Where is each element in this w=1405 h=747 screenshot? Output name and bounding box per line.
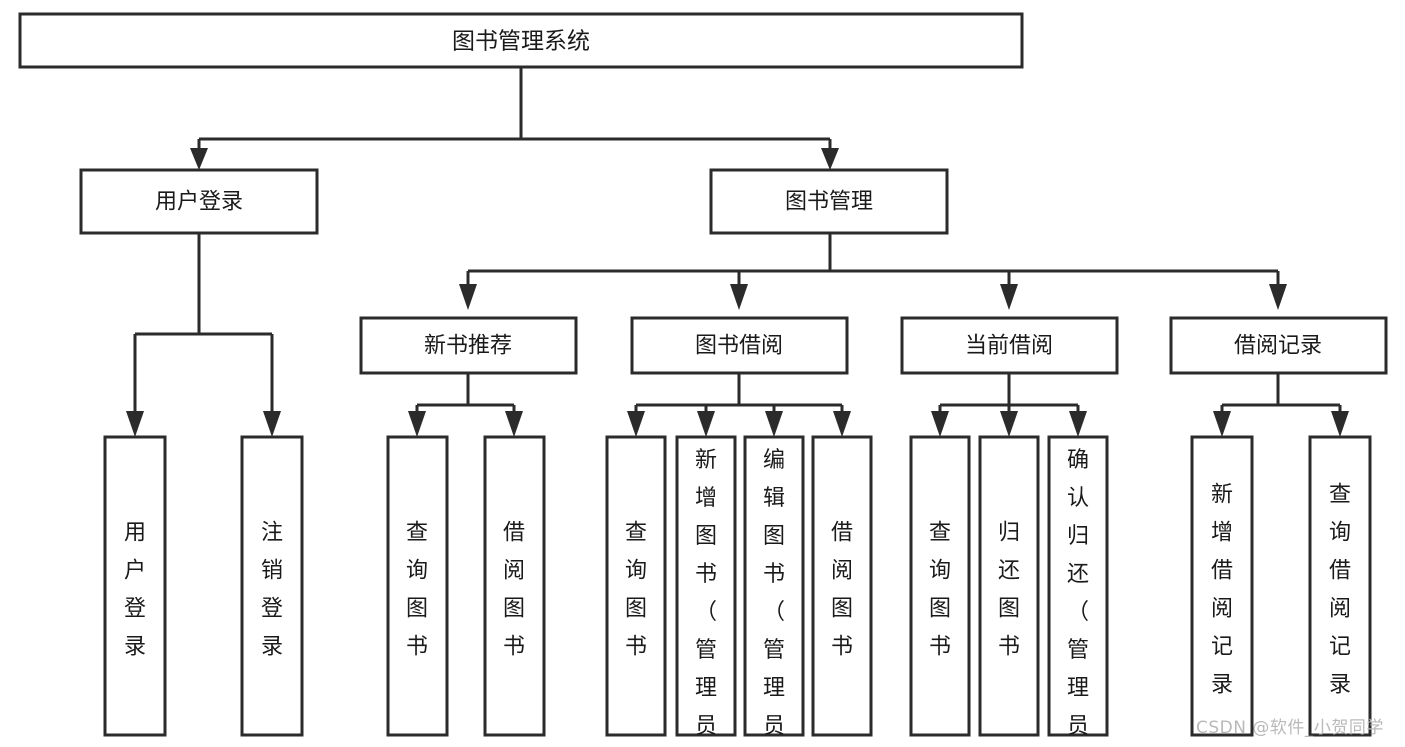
node-leaf-add-book[interactable]: 新增图书（管理员） [675, 435, 737, 747]
node-leaf-user-login[interactable]: 用户登录 [103, 435, 167, 737]
arrowhead-leaf-add-book [697, 411, 715, 437]
node-leaf-return-book-label: 归还图书 [998, 521, 1020, 660]
arrowhead-borrow-record [1269, 284, 1287, 310]
arrowhead-current-borrow [1000, 284, 1018, 310]
node-leaf-query-record-label: 查询借阅记录 [1329, 483, 1351, 698]
node-leaf-confirm-return-label: 确认归还（管理员） [1067, 448, 1089, 747]
connector-group-user-login [126, 233, 281, 437]
arrowhead-new-book-recommend [459, 284, 477, 310]
node-leaf-user-logout-label: 注销登录 [261, 521, 283, 660]
node-borrow-record-box[interactable] [1169, 316, 1388, 375]
node-leaf-confirm-return-box[interactable] [1047, 435, 1109, 737]
node-current-borrow-label: 当前借阅 [965, 334, 1053, 359]
node-user-login-label: 用户登录 [155, 190, 243, 215]
arrowhead-leaf-confirm-return [1069, 411, 1087, 437]
arrowhead-leaf-user-login [126, 411, 144, 437]
node-leaf-add-book-box[interactable] [675, 435, 737, 737]
node-leaf-query-book-3-box[interactable] [909, 435, 971, 737]
arrowhead-leaf-return-book [1000, 411, 1018, 437]
node-leaf-query-book-3-label: 查询图书 [929, 521, 951, 660]
node-root-label: 图书管理系统 [452, 29, 590, 55]
arrowhead-leaf-borrow-book-2 [833, 411, 851, 437]
node-leaf-add-record-label: 新增借阅记录 [1211, 483, 1233, 698]
node-leaf-return-book-box[interactable] [978, 435, 1040, 737]
node-leaf-borrow-book-2-box[interactable] [811, 435, 873, 737]
node-book-borrow-box[interactable] [630, 316, 849, 375]
node-leaf-query-book-3[interactable]: 查询图书 [909, 435, 971, 737]
arrowhead-leaf-query-record [1331, 411, 1349, 437]
node-user-login[interactable]: 用户登录 [79, 168, 319, 235]
arrowhead-user-login [190, 148, 208, 170]
node-leaf-query-record[interactable]: 查询借阅记录 [1308, 435, 1372, 737]
node-user-login-box[interactable] [79, 168, 319, 235]
node-root-box[interactable] [18, 12, 1024, 69]
node-root[interactable]: 图书管理系统 [18, 12, 1024, 69]
arrowhead-leaf-query-book-2 [627, 411, 645, 437]
node-current-borrow-box[interactable] [900, 316, 1119, 375]
node-book-management-box[interactable] [709, 168, 949, 235]
node-leaf-confirm-return[interactable]: 确认归还（管理员） [1047, 435, 1109, 747]
node-leaf-add-book-label: 新增图书（管理员） [695, 448, 717, 747]
node-borrow-record-label: 借阅记录 [1234, 334, 1322, 359]
node-book-management-label: 图书管理 [785, 190, 873, 215]
node-leaf-borrow-book-1[interactable]: 借阅图书 [483, 435, 546, 737]
node-new-book-recommend[interactable]: 新书推荐 [359, 316, 578, 375]
arrowhead-book-management [821, 148, 839, 170]
arrowhead-leaf-query-book-1 [408, 411, 426, 437]
arrowhead-leaf-add-record [1213, 411, 1231, 437]
connector-group-book-management [459, 233, 1287, 310]
node-current-borrow[interactable]: 当前借阅 [900, 316, 1119, 375]
node-leaf-user-logout[interactable]: 注销登录 [240, 435, 304, 737]
node-leaf-add-record[interactable]: 新增借阅记录 [1190, 435, 1254, 737]
node-leaf-user-logout-box[interactable] [240, 435, 304, 737]
node-leaf-query-book-2-box[interactable] [605, 435, 667, 737]
node-leaf-borrow-book-2[interactable]: 借阅图书 [811, 435, 873, 737]
connector-group-book-borrow [627, 373, 851, 437]
node-book-borrow[interactable]: 图书借阅 [630, 316, 849, 375]
node-leaf-query-book-1-label: 查询图书 [406, 521, 428, 660]
watermark-text: CSDN @软件_小贺同学 [1196, 718, 1384, 738]
connector-group-root [190, 67, 839, 170]
connector-group-new-book-recommend [408, 373, 523, 437]
node-leaf-borrow-book-1-label: 借阅图书 [503, 521, 525, 660]
arrowhead-leaf-edit-book [765, 411, 783, 437]
node-leaf-query-book-2-label: 查询图书 [625, 521, 647, 660]
node-leaf-edit-book[interactable]: 编辑图书（管理员） [743, 435, 805, 747]
connector-group-borrow-record [1213, 373, 1349, 437]
node-leaf-edit-book-box[interactable] [743, 435, 805, 737]
node-leaf-edit-book-label: 编辑图书（管理员） [763, 448, 785, 747]
node-leaf-query-book-1[interactable]: 查询图书 [386, 435, 449, 737]
node-leaf-query-book-1-box[interactable] [386, 435, 449, 737]
node-leaf-query-record-box[interactable] [1308, 435, 1372, 737]
arrowhead-leaf-user-logout [263, 411, 281, 437]
arrowhead-leaf-borrow-book-1 [505, 411, 523, 437]
node-book-management[interactable]: 图书管理 [709, 168, 949, 235]
node-leaf-borrow-book-2-label: 借阅图书 [831, 521, 853, 660]
node-new-book-recommend-label: 新书推荐 [424, 334, 512, 359]
arrowhead-leaf-query-book-3 [931, 411, 949, 437]
node-leaf-borrow-book-1-box[interactable] [483, 435, 546, 737]
connector-group-current-borrow [931, 373, 1087, 437]
node-leaf-add-record-box[interactable] [1190, 435, 1254, 737]
node-new-book-recommend-box[interactable] [359, 316, 578, 375]
node-leaf-query-book-2[interactable]: 查询图书 [605, 435, 667, 737]
node-leaf-return-book[interactable]: 归还图书 [978, 435, 1040, 737]
node-leaf-user-login-box[interactable] [103, 435, 167, 737]
node-leaf-user-login-label: 用户登录 [124, 521, 146, 660]
node-book-borrow-label: 图书借阅 [695, 334, 783, 359]
node-borrow-record[interactable]: 借阅记录 [1169, 316, 1388, 375]
arrowhead-book-borrow [730, 284, 748, 310]
